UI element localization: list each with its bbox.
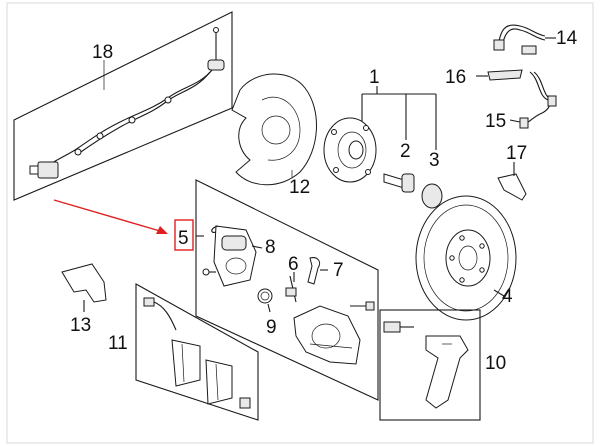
- callout-2: 2: [400, 141, 411, 162]
- callout-1: 1: [369, 67, 380, 88]
- callout-12: 12: [289, 177, 310, 198]
- brake-line-bracket: [497, 162, 527, 201]
- callout-5: 5: [178, 228, 189, 249]
- brake-pads-group: [135, 283, 259, 421]
- callout-9: 9: [266, 317, 277, 338]
- brake-hose: [493, 24, 556, 55]
- callout-18: 18: [92, 42, 113, 63]
- caliper-carrier-group: [379, 309, 481, 421]
- callout-15: 15: [485, 111, 506, 132]
- callout-3: 3: [429, 150, 440, 171]
- callout-7: 7: [333, 260, 344, 281]
- hose-clip: [476, 69, 523, 81]
- carrier-box: [379, 309, 481, 421]
- callout-14: 14: [556, 28, 578, 49]
- pads-box: [135, 283, 259, 421]
- highlight-arrow: [53, 199, 168, 234]
- callout-8: 8: [265, 237, 276, 258]
- callout-4: 4: [502, 286, 513, 307]
- callout-13: 13: [70, 315, 91, 336]
- mounting-bracket: [61, 263, 107, 312]
- caliper-box: [195, 179, 379, 401]
- dust-shield: [231, 73, 317, 186]
- hub-assembly: [323, 86, 443, 209]
- abs-sensor-group: [13, 11, 233, 201]
- callout-10: 10: [485, 353, 506, 374]
- highlight-box: [174, 219, 194, 251]
- brake-line: [509, 71, 557, 129]
- callout-11: 11: [108, 333, 128, 354]
- callout-16: 16: [445, 67, 466, 88]
- callout-17: 17: [506, 143, 527, 164]
- brake-rotor: [415, 195, 517, 321]
- abs-sensor-box: [13, 11, 233, 201]
- caliper-group: [195, 179, 379, 401]
- callout-6: 6: [288, 254, 299, 275]
